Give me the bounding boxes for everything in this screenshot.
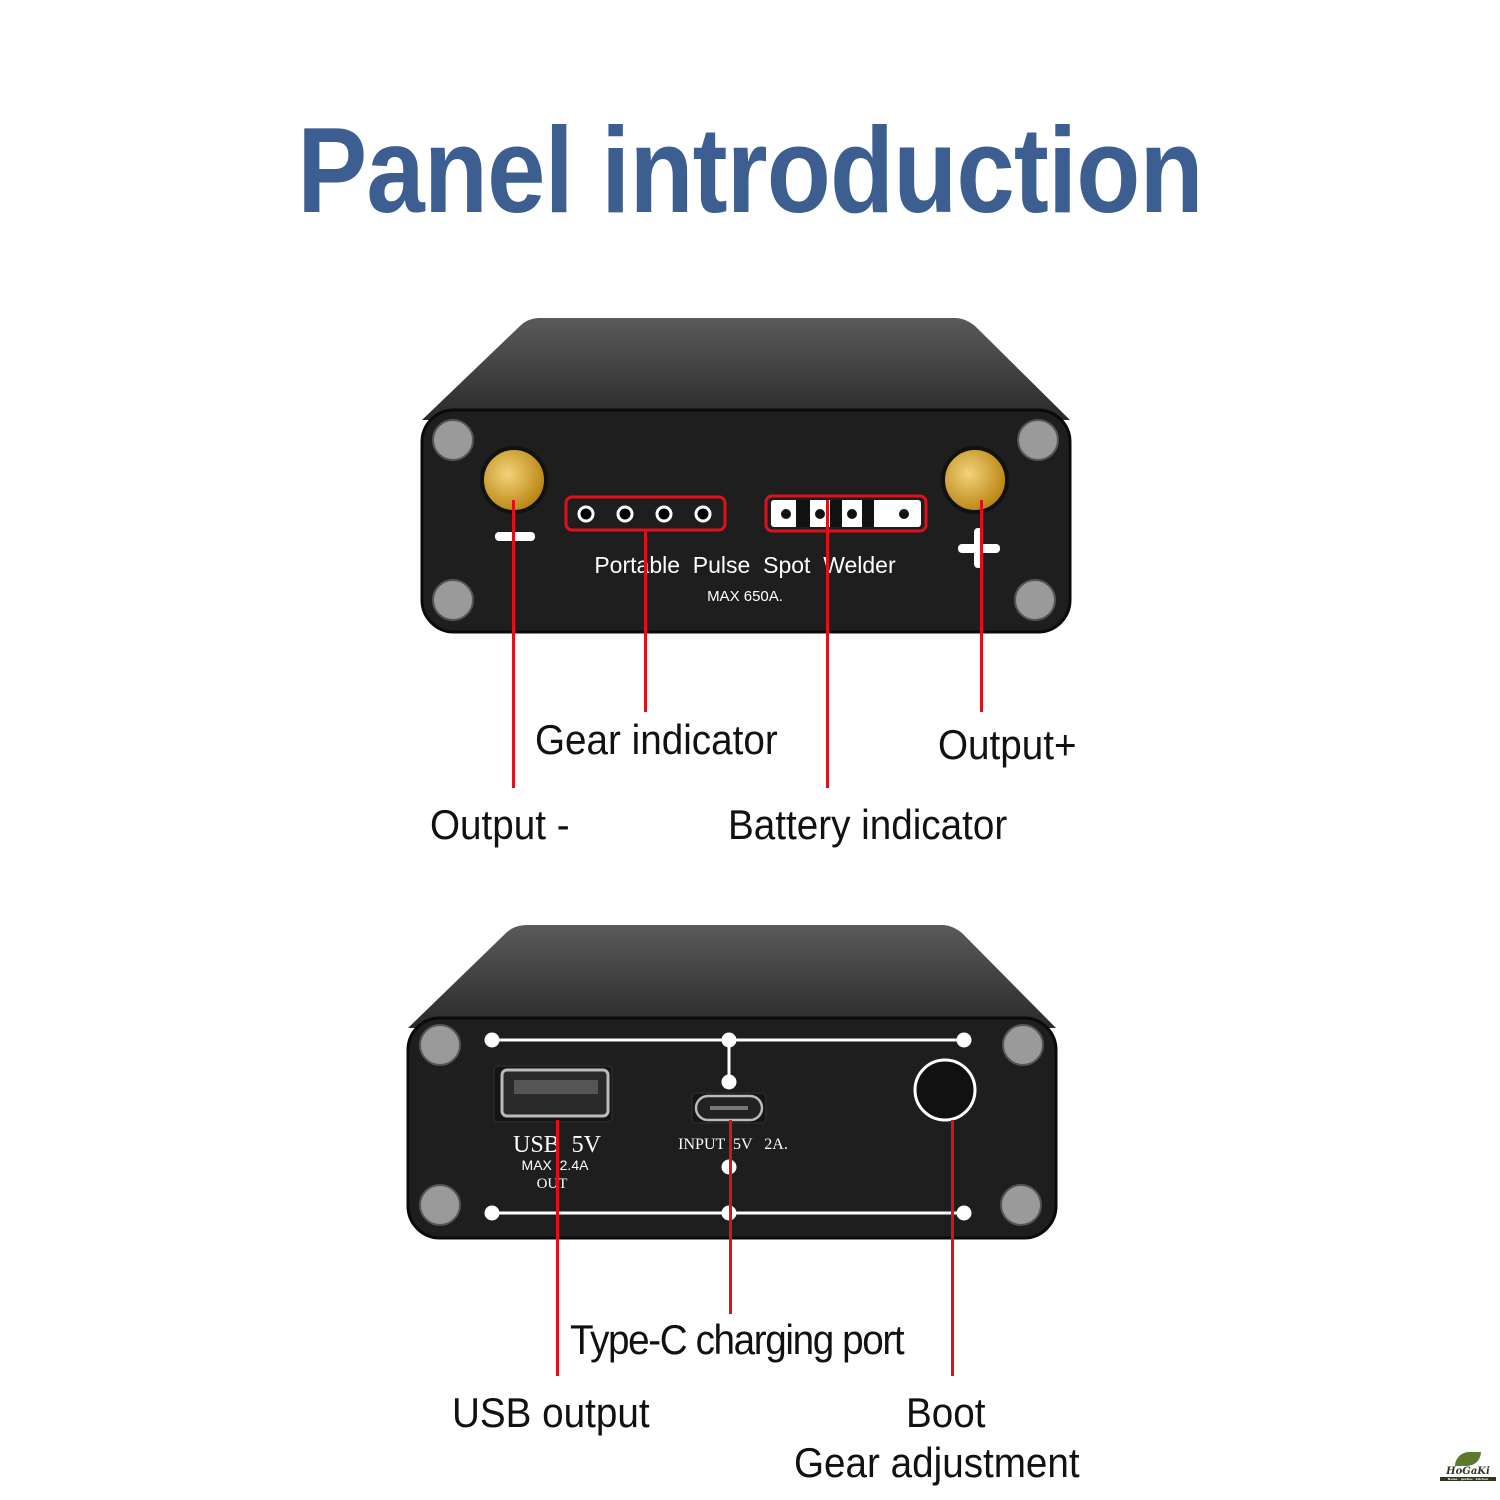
callout-line-output-plus: [980, 500, 983, 712]
callout-line-usb-output: [556, 1120, 559, 1376]
usb-out: OUT: [537, 1176, 568, 1192]
max-current: MAX 650A.: [707, 588, 783, 605]
output-plus-terminal: [941, 446, 1009, 514]
label-gear-adjustment: Gear adjustment: [794, 1439, 1080, 1486]
product-name: Portable Pulse Spot Welder: [594, 552, 896, 578]
house-leaf-icon: [1455, 1452, 1481, 1466]
input-label: INPUT 5V 2A.: [678, 1136, 788, 1153]
screw-icon: [432, 419, 1059, 621]
callout-line-output-minus: [512, 500, 515, 788]
usb-max: MAX 2.4A: [522, 1157, 590, 1173]
logo-tagline: Home · garden · kitchen: [1440, 1477, 1496, 1481]
label-usb-output: USB output: [452, 1389, 650, 1436]
label-gear-indicator: Gear indicator: [535, 716, 778, 763]
brand-logo: HoGaKi Home · garden · kitchen: [1440, 1452, 1496, 1481]
typec-port-icon: [691, 1092, 767, 1124]
page-title: Panel introduction: [297, 102, 1203, 238]
logo-brand: HoGaKi: [1446, 1466, 1490, 1477]
callout-line-boot: [951, 1120, 954, 1376]
callout-line-gear-indicator: [644, 530, 647, 712]
battery-indicator-box: [764, 494, 928, 533]
label-typec-port: Type-C charging port: [570, 1316, 905, 1363]
battery-icon: [771, 500, 921, 527]
boot-button: [913, 1058, 977, 1122]
screw-icon: [419, 1024, 1044, 1226]
minus-icon: [495, 532, 535, 541]
label-boot: Boot: [906, 1389, 986, 1436]
usb-port-icon: [493, 1065, 613, 1123]
back-panel-device: USB 5V MAX 2.4A OUT INPUT 5V 2A.: [406, 925, 1058, 1240]
label-output-plus: Output+: [938, 721, 1077, 768]
callout-line-typec: [729, 1120, 732, 1314]
front-panel-device: Portable Pulse Spot Welder MAX 650A.: [420, 318, 1072, 634]
label-battery-indicator: Battery indicator: [728, 801, 1008, 848]
label-output-minus: Output -: [430, 801, 570, 848]
callout-line-battery-indicator: [826, 500, 829, 788]
gear-led-icon: [577, 505, 712, 523]
circuit-decoration: [484, 1032, 972, 1221]
